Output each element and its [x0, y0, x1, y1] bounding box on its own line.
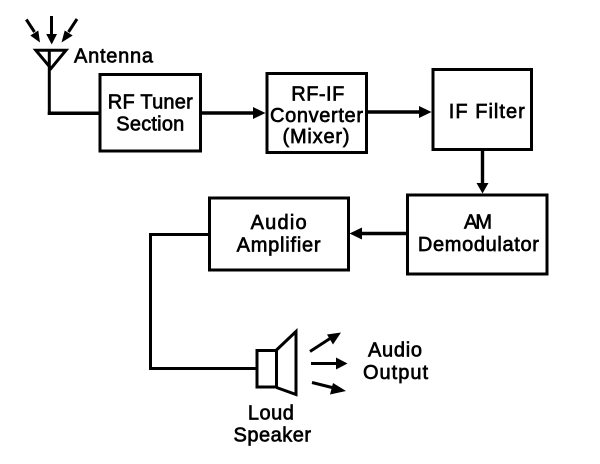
svg-text:IF Filter: IF Filter [449, 101, 525, 123]
svg-text:Converter: Converter [270, 105, 363, 127]
svg-text:Amplifier: Amplifier [237, 234, 321, 256]
svg-text:Output: Output [363, 362, 428, 384]
svg-text:Section: Section [116, 114, 184, 136]
svg-text:Audio: Audio [368, 340, 422, 362]
svg-text:Audio: Audio [251, 212, 307, 234]
svg-text:Loud: Loud [248, 403, 294, 425]
svg-text:Antenna: Antenna [74, 46, 154, 68]
svg-text:RF Tuner: RF Tuner [108, 91, 193, 113]
svg-text:Speaker: Speaker [234, 424, 312, 446]
svg-text:AM: AM [464, 212, 492, 234]
svg-text:(Mixer): (Mixer) [283, 126, 350, 148]
svg-text:RF-IF: RF-IF [291, 84, 344, 106]
svg-text:Demodulator: Demodulator [418, 234, 539, 256]
